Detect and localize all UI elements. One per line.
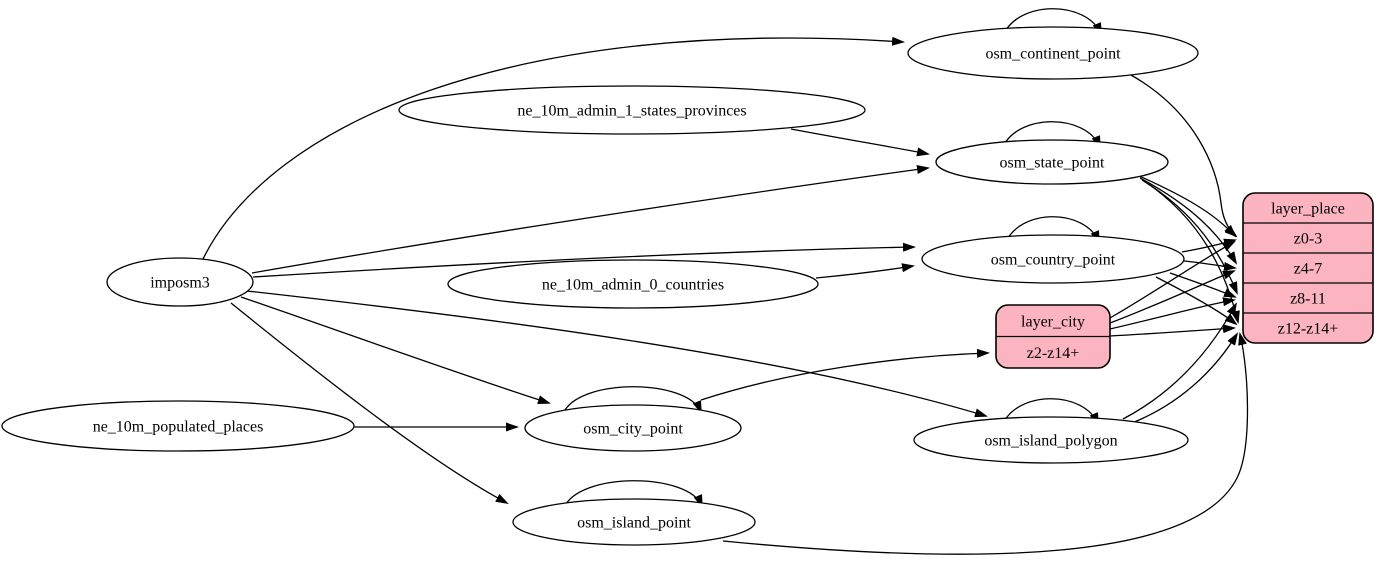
- edge-imposm3-to-osm_country_point: [252, 242, 916, 278]
- record-row-layer_place-z12-z14+: z12-z14+: [1278, 321, 1339, 338]
- node-shape-osm_state_point: [935, 139, 1169, 185]
- record-row-layer_city-layer_city: layer_city: [1021, 313, 1085, 330]
- node-label-ne_10m_admin_1_states_provinces: ne_10m_admin_1_states_provinces: [517, 103, 746, 120]
- node-shape-osm_island_point: [512, 498, 756, 546]
- node-shape-ne_10m_admin_0_countries: [447, 259, 819, 309]
- node-osm_city_point: osm_city_point: [524, 404, 742, 452]
- edges-layer: [201, 8, 1249, 555]
- self-loop-osm_city_point: [562, 386, 702, 415]
- node-label-ne_10m_populated_places: ne_10m_populated_places: [93, 419, 264, 436]
- record-row-layer_place-z4-7: z4-7: [1294, 261, 1322, 278]
- edge-imposm3-to-osm_city_point: [240, 296, 551, 404]
- record-row-layer_place-z0-3: z0-3: [1294, 231, 1322, 248]
- node-label-ne_10m_admin_0_countries: ne_10m_admin_0_countries: [542, 277, 724, 294]
- record-row-layer_city-z2-z14+: z2-z14+: [1027, 345, 1080, 362]
- edge-osm_island_polygon-to-layer_place-z8-11: [1122, 302, 1237, 420]
- node-label-osm_island_polygon: osm_island_polygon: [984, 433, 1117, 450]
- edge-layer_city-to-layer_place-z4-7: [1109, 270, 1236, 324]
- node-label-osm_state_point: osm_state_point: [1000, 155, 1105, 172]
- edge-osm_country_point-to-layer_place-z0-3: [1181, 238, 1237, 253]
- node-osm_country_point: osm_country_point: [921, 234, 1185, 284]
- node-shape-osm_city_point: [524, 404, 742, 452]
- edge-osm_state_point-to-layer_place-z0-3: [1136, 174, 1237, 238]
- record-row-layer_place-layer_place: layer_place: [1271, 201, 1345, 218]
- node-osm_continent_point: osm_continent_point: [907, 26, 1199, 80]
- edge-imposm3-to-osm_state_point: [251, 165, 930, 274]
- node-shape-osm_continent_point: [907, 26, 1199, 80]
- edge-ne_10m_admin_1_states_provinces-to-osm_state_point: [790, 128, 930, 157]
- edge-osm_state_point-to-layer_place-z4-7: [1139, 177, 1238, 265]
- edge-layer_city-to-layer_place-z8-11: [1109, 297, 1236, 330]
- edge-osm_city_point-to-layer_city-z2-z14+: [700, 348, 990, 401]
- self-loop-osm_continent_point: [1002, 8, 1102, 37]
- node-shape-osm_island_polygon: [913, 416, 1189, 464]
- edge-imposm3-to-osm_continent_point: [201, 36, 905, 262]
- node-ne_10m_admin_1_states_provinces: ne_10m_admin_1_states_provinces: [398, 85, 866, 135]
- self-loop-osm_country_point: [1004, 216, 1100, 245]
- node-osm_island_polygon: osm_island_polygon: [913, 416, 1189, 464]
- edge-layer_city-to-layer_place-z12-z14+: [1109, 324, 1236, 337]
- node-label-imposm3: imposm3: [150, 275, 210, 292]
- edge-layer_city-to-layer_place-z0-3: [1109, 241, 1236, 319]
- node-imposm3: imposm3: [106, 257, 254, 307]
- edge-osm_country_point-to-layer_place-z4-7: [1183, 260, 1237, 271]
- self-loop-osm_island_polygon: [1001, 398, 1099, 427]
- edge-osm_island_point-to-layer_place-z12-z14+: [722, 332, 1249, 555]
- node-layer_place: layer_place z0-3 z4-7 z8-11 z12-z14+: [1242, 192, 1374, 344]
- record-row-layer_place-z8-11: z8-11: [1290, 291, 1326, 308]
- node-shape-ne_10m_admin_1_states_provinces: [398, 85, 866, 135]
- node-layer_city: layer_city z2-z14+: [995, 304, 1111, 369]
- node-shape-ne_10m_populated_places: [1, 400, 355, 452]
- node-shape-osm_country_point: [921, 234, 1185, 284]
- self-loop-osm_island_point: [563, 480, 703, 509]
- node-label-osm_island_point: osm_island_point: [577, 515, 691, 532]
- node-label-osm_continent_point: osm_continent_point: [985, 46, 1121, 63]
- node-osm_state_point: osm_state_point: [935, 139, 1169, 185]
- node-osm_island_point: osm_island_point: [512, 498, 756, 546]
- record-shape-layer_place: [1242, 192, 1374, 344]
- self-loop-osm_state_point: [1001, 121, 1101, 150]
- edge-osm_island_polygon-to-layer_place-z12-z14+: [1131, 332, 1239, 424]
- node-ne_10m_admin_0_countries: ne_10m_admin_0_countries: [447, 259, 819, 309]
- nodes-layer: imposm3 ne_10m_populated_places ne_10m_adm…: [1, 26, 1374, 546]
- node-shape-imposm3: [106, 257, 254, 307]
- edge-imposm3-to-osm_island_polygon: [246, 290, 988, 418]
- edge-ne_10m_admin_0_countries-to-osm_country_point: [815, 263, 915, 279]
- edge-osm_country_point-to-layer_place-z12-z14+: [1155, 276, 1238, 326]
- node-label-osm_city_point: osm_city_point: [583, 421, 683, 438]
- node-label-osm_country_point: osm_country_point: [991, 252, 1116, 269]
- edge-imposm3-to-osm_island_point: [230, 302, 509, 504]
- node-ne_10m_populated_places: ne_10m_populated_places: [1, 400, 355, 452]
